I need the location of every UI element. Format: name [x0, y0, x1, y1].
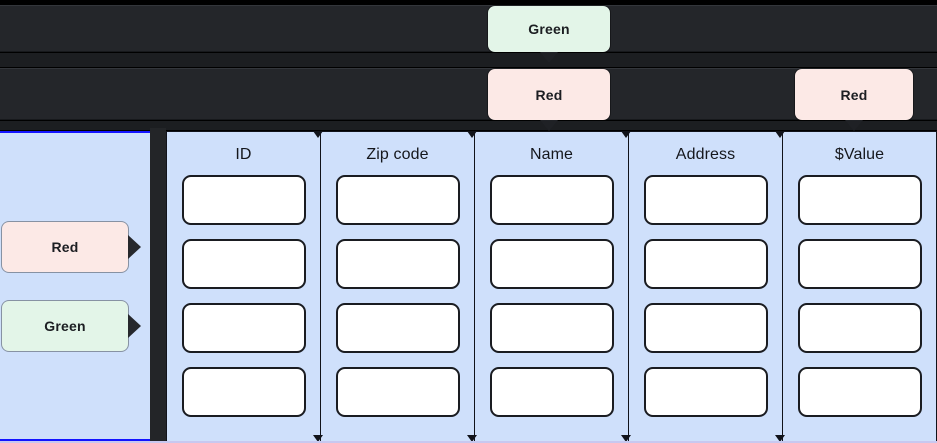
- separator-tick-top-4: [775, 131, 785, 138]
- callout-tail-right-icon: [128, 314, 141, 338]
- separator-tick-top-2: [467, 131, 477, 138]
- input-value-1[interactable]: [797, 175, 922, 225]
- callout-right-red[interactable]: Red: [795, 69, 913, 131]
- separator-tick-bottom-4: [775, 435, 785, 442]
- input-id-1[interactable]: [181, 175, 306, 225]
- input-zip-2[interactable]: [335, 239, 460, 289]
- callout-tail-right-icon: [128, 235, 141, 259]
- column-zip-code: Zip code: [320, 131, 474, 443]
- input-name-4[interactable]: [489, 367, 614, 417]
- backdrop-band-1: [0, 5, 937, 52]
- column-id: ID: [166, 131, 320, 443]
- column-header-name: Name: [529, 146, 574, 163]
- input-address-1[interactable]: [643, 175, 768, 225]
- input-id-2[interactable]: [181, 239, 306, 289]
- input-value-3[interactable]: [797, 303, 922, 353]
- column-header-address: Address: [675, 146, 736, 163]
- backdrop-band-2: [0, 68, 937, 120]
- callout-left-red-label: Red: [51, 239, 79, 255]
- column-address: Address: [628, 131, 782, 443]
- separator-tick-bottom-3: [621, 435, 631, 442]
- separator-tick-top-1: [313, 131, 323, 138]
- input-name-3[interactable]: [489, 303, 614, 353]
- separator-tick-bottom-1: [313, 435, 323, 442]
- backdrop-gap-2: [0, 121, 937, 130]
- input-name-1[interactable]: [489, 175, 614, 225]
- left-panel: [0, 131, 150, 441]
- callout-tail-down-icon: [845, 120, 863, 131]
- callout-top-green-label: Green: [528, 21, 570, 37]
- input-zip-3[interactable]: [335, 303, 460, 353]
- bottom-strip: [0, 441, 937, 443]
- callout-right-red-label: Red: [840, 86, 868, 103]
- input-address-3[interactable]: [643, 303, 768, 353]
- backdrop-gap-1: [0, 53, 937, 67]
- column-header-id: ID: [235, 146, 252, 163]
- callout-tail-down-icon: [540, 120, 558, 131]
- column-header-value: $Value: [834, 146, 885, 163]
- input-zip-4[interactable]: [335, 367, 460, 417]
- panel-gutter: [150, 128, 166, 443]
- input-address-2[interactable]: [643, 239, 768, 289]
- separator-tick-bottom-2: [467, 435, 477, 442]
- input-name-2[interactable]: [489, 239, 614, 289]
- input-value-4[interactable]: [797, 367, 922, 417]
- callout-mid-red[interactable]: Red: [488, 69, 610, 131]
- callout-tail-down-icon: [540, 52, 558, 63]
- callout-mid-red-label: Red: [535, 86, 563, 103]
- input-zip-1[interactable]: [335, 175, 460, 225]
- input-value-2[interactable]: [797, 239, 922, 289]
- column-header-zip-code: Zip code: [366, 146, 429, 163]
- column-value: $Value: [782, 131, 937, 443]
- callout-left-green-label: Green: [44, 318, 86, 334]
- form-columns: ID Zip code Name Address: [166, 131, 937, 443]
- callout-left-red[interactable]: Red: [2, 222, 141, 272]
- callout-top-green[interactable]: Green: [488, 6, 610, 63]
- column-name: Name: [474, 131, 628, 443]
- callout-left-green[interactable]: Green: [2, 301, 141, 351]
- separator-tick-top-3: [621, 131, 631, 138]
- input-id-3[interactable]: [181, 303, 306, 353]
- input-address-4[interactable]: [643, 367, 768, 417]
- input-id-4[interactable]: [181, 367, 306, 417]
